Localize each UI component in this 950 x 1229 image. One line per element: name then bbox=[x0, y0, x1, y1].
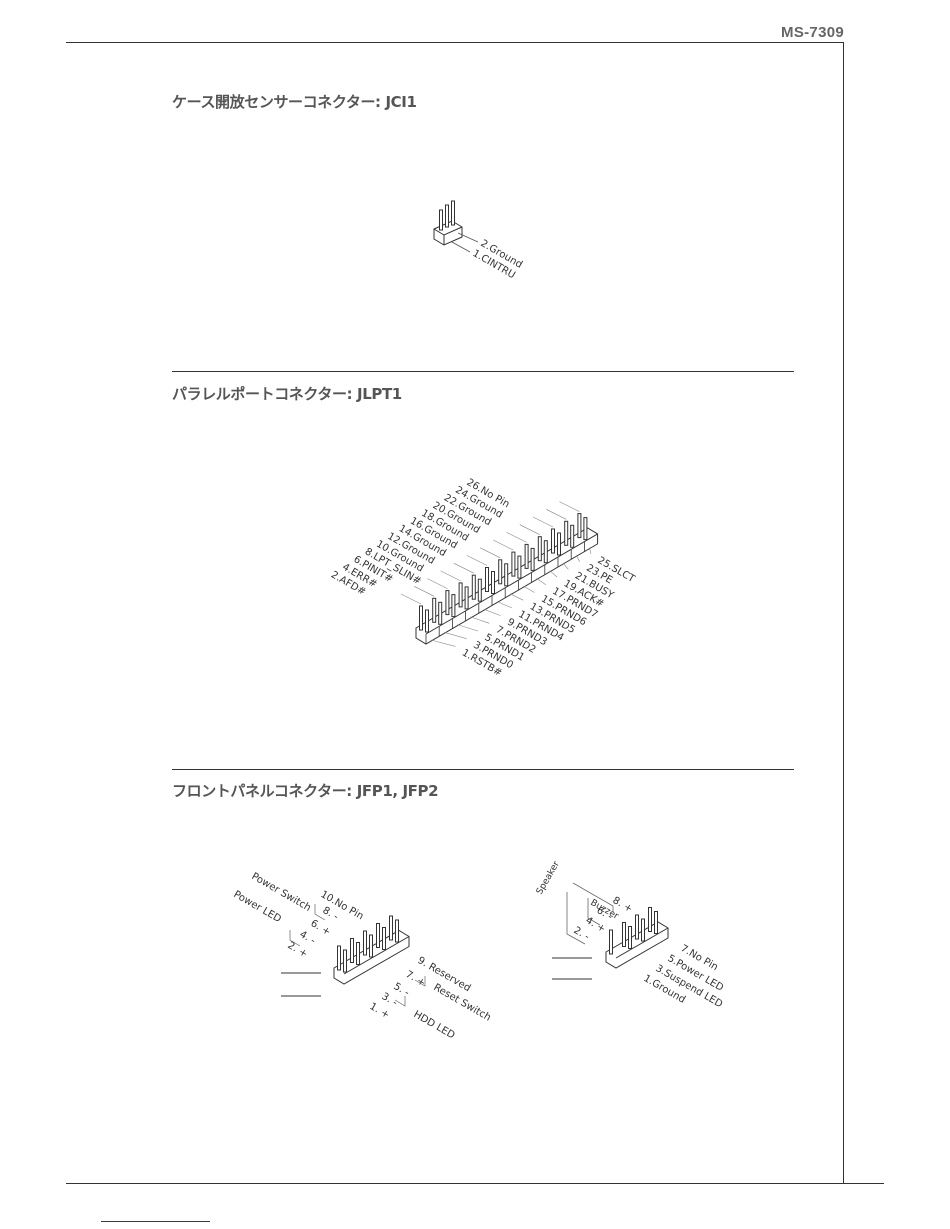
jfp1-pin bbox=[356, 942, 360, 965]
heading-jfp: フロントパネルコネクター: JFP1, JFP2 bbox=[172, 782, 439, 800]
jfp2-pin bbox=[635, 914, 639, 940]
jlpt1-pin bbox=[511, 551, 516, 577]
jlpt1-pin bbox=[543, 540, 548, 564]
margin-rule bbox=[843, 42, 844, 1183]
jfp1-top-pin-label: 4. - bbox=[298, 929, 318, 947]
jfp1-pin bbox=[350, 938, 354, 963]
jfp2-pin bbox=[641, 918, 645, 942]
header-rule bbox=[66, 42, 843, 43]
jfp1-pin bbox=[389, 915, 393, 941]
jlpt1-pin bbox=[557, 532, 561, 556]
jfp1-pin bbox=[343, 949, 347, 973]
footer-link-underline bbox=[101, 1221, 210, 1222]
jfp2-speaker-label: Speaker bbox=[535, 860, 562, 897]
jlpt1-pin bbox=[530, 547, 535, 571]
jci1-pin-1 bbox=[439, 209, 443, 231]
jfp2-pin bbox=[648, 907, 652, 932]
jlpt1-pin bbox=[498, 559, 503, 585]
jfp1-pin bbox=[363, 930, 367, 956]
section-divider bbox=[172, 769, 794, 770]
jci1-pin-2 bbox=[451, 200, 455, 226]
jlpt1-pin bbox=[504, 563, 509, 587]
heading-jlpt1: パラレルポートコネクター: JLPT1 bbox=[172, 385, 402, 403]
jlpt1-pin bbox=[464, 586, 469, 610]
jfp2-pin bbox=[622, 922, 626, 947]
jlpt1-pin bbox=[451, 594, 456, 618]
jfp2-top-pin-label: 2. - bbox=[572, 925, 592, 943]
jlpt1-pin bbox=[485, 567, 489, 592]
jfp1-pin bbox=[376, 923, 380, 948]
jfp2-pin bbox=[609, 929, 613, 955]
jfp2-pin bbox=[654, 911, 658, 934]
jlpt1-pin bbox=[458, 582, 463, 608]
model-number: MS-7309 bbox=[781, 24, 844, 41]
heading-jci1: ケース開放センサーコネクター: JCI1 bbox=[172, 93, 417, 111]
jlpt1-pin bbox=[477, 578, 482, 602]
jlpt1-pin bbox=[524, 543, 529, 569]
jlpt1-pin bbox=[537, 536, 542, 562]
jlpt1-pin bbox=[438, 601, 443, 625]
jfp1-pin bbox=[337, 945, 341, 971]
jlpt1-pin bbox=[564, 520, 569, 546]
jlpt1-diagram: 26.No Pin24.Ground22.Ground20.Ground18.G… bbox=[329, 477, 637, 679]
section-divider bbox=[172, 371, 794, 372]
footer-rule bbox=[66, 1183, 884, 1184]
jci1-pin bbox=[445, 204, 449, 228]
jfp1-pin bbox=[369, 934, 373, 958]
jlpt1-pin bbox=[432, 597, 437, 623]
jfp1-pin bbox=[382, 927, 386, 950]
jlpt1-pin bbox=[517, 555, 522, 579]
jfp1-pin bbox=[395, 919, 399, 943]
jfp2-pin bbox=[628, 926, 632, 949]
jlpt1-pin bbox=[471, 574, 476, 600]
jlpt1-pin bbox=[425, 609, 429, 633]
jfp1-hdd-led-label: HDD LED bbox=[412, 1009, 457, 1042]
jlpt1-pin bbox=[551, 528, 555, 554]
jlpt1-pin bbox=[491, 571, 495, 594]
jlpt1-pin bbox=[570, 524, 575, 548]
jlpt1-pin bbox=[419, 605, 423, 631]
jlpt1-pin bbox=[577, 513, 582, 539]
jlpt1-pin bbox=[583, 517, 588, 541]
jlpt1-pin bbox=[445, 590, 450, 616]
